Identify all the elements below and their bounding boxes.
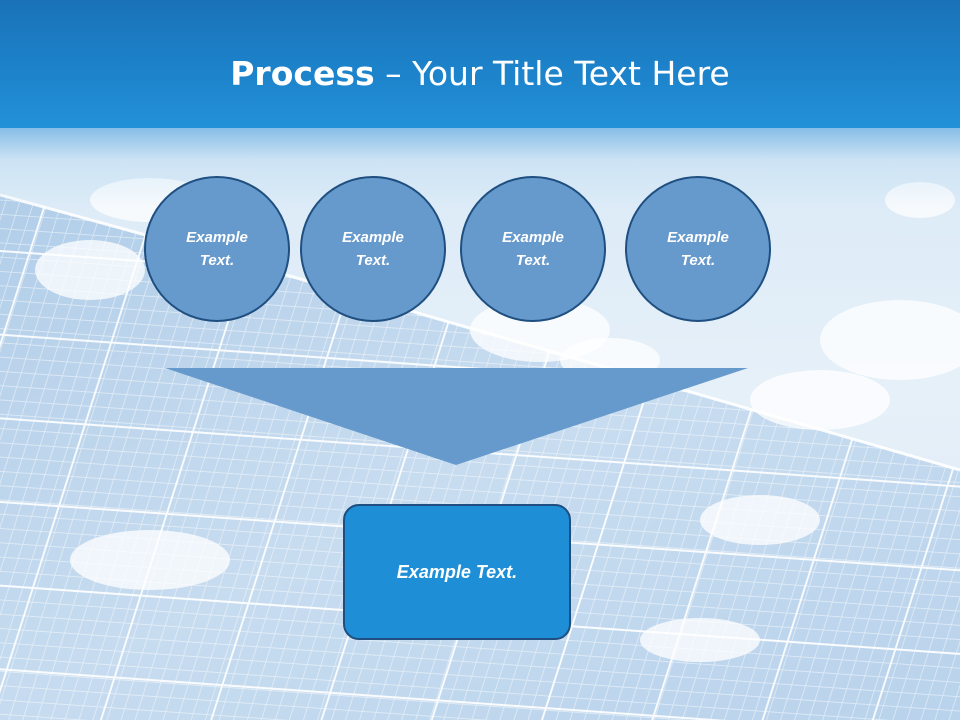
- circle-4-text: Example Text.: [648, 226, 748, 272]
- circle-4-line2: Text.: [680, 252, 716, 269]
- slide-title: Process – Your Title Text Here: [0, 52, 960, 96]
- circle-2-line2: Text.: [355, 252, 391, 269]
- result-text: Example Text.: [396, 561, 518, 582]
- process-step-circle-1: Example Text.: [144, 176, 290, 322]
- circle-3-text: Example Text.: [483, 226, 583, 272]
- circle-3-line1: Example: [502, 229, 564, 246]
- circle-1-text: Example Text.: [167, 226, 267, 272]
- process-step-circle-4: Example Text.: [625, 176, 771, 322]
- circle-2-text: Example Text.: [323, 226, 423, 272]
- funnel-arrow: [165, 368, 748, 465]
- title-rest: – Your Title Text Here: [374, 54, 730, 93]
- header-glow: [0, 120, 960, 210]
- circle-4-line1: Example: [667, 229, 729, 246]
- title-bar: [0, 0, 960, 128]
- result-box: Example Text.: [343, 504, 571, 640]
- circle-1-line1: Example: [186, 229, 248, 246]
- circle-1-line2: Text.: [199, 252, 235, 269]
- process-step-circle-2: Example Text.: [300, 176, 446, 322]
- circle-2-line1: Example: [342, 229, 404, 246]
- process-step-circle-3: Example Text.: [460, 176, 606, 322]
- circle-3-line2: Text.: [515, 252, 551, 269]
- title-bold: Process: [230, 54, 375, 93]
